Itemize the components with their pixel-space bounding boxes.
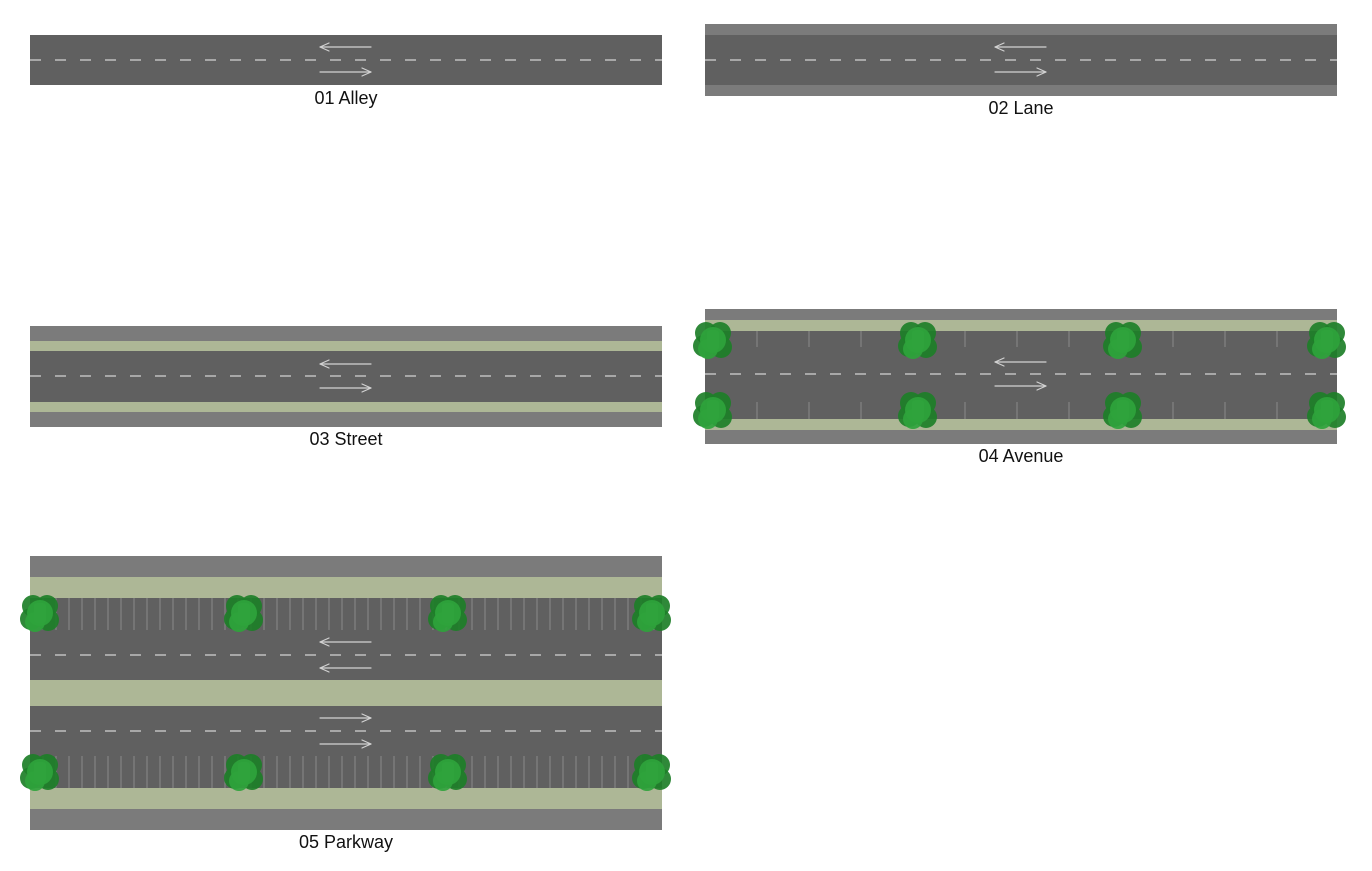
road-lane: 02 Lane (705, 24, 1337, 118)
arrow-head (361, 67, 372, 77)
tree-canopy-highlight (646, 603, 658, 623)
tree-icon (898, 392, 937, 429)
arrow-head (1036, 67, 1047, 77)
road-alley-drawing (30, 35, 662, 85)
tree-canopy-highlight (34, 603, 46, 623)
direction-arrow-right (994, 381, 1047, 391)
tree-icon (20, 595, 59, 632)
tree-canopy-highlight (707, 330, 719, 350)
tree-icon (693, 392, 732, 429)
tree-canopy-highlight (707, 400, 719, 420)
tree-icon (632, 754, 671, 791)
road-alley: 01 Alley (30, 35, 662, 108)
arrow-head (319, 42, 330, 52)
arrow-head (319, 663, 330, 673)
road-parkway-drawing (20, 556, 671, 830)
asphalt-roadway (30, 35, 662, 85)
tree-canopy-highlight (442, 603, 454, 623)
tree-icon (693, 322, 732, 359)
asphalt-roadway-south (30, 706, 662, 788)
direction-arrow-right (319, 67, 372, 77)
road-street-label: 03 Street (309, 429, 383, 449)
tree-icon (1307, 322, 1346, 359)
tree-canopy-highlight (34, 762, 46, 782)
tree-icon (1103, 322, 1142, 359)
arrow-head (361, 383, 372, 393)
arrow-head (319, 637, 330, 647)
asphalt-roadway (705, 331, 1337, 419)
tree-canopy-highlight (442, 762, 454, 782)
tree-canopy-highlight (238, 603, 250, 623)
direction-arrow-left (994, 357, 1047, 367)
tree-icon (1307, 392, 1346, 429)
tree-icon (428, 595, 467, 632)
tree-icon (632, 595, 671, 632)
tree-icon (224, 595, 263, 632)
tree-canopy-highlight (912, 400, 924, 420)
tree-canopy-highlight (646, 762, 658, 782)
asphalt-roadway (705, 35, 1337, 85)
arrow-head (994, 357, 1005, 367)
arrow-head (361, 713, 372, 723)
road-street-drawing (30, 326, 662, 427)
direction-arrow-left (319, 637, 372, 647)
road-avenue-drawing (693, 309, 1346, 444)
tree-icon (1103, 392, 1142, 429)
road-parkway: 05 Parkway (20, 556, 671, 852)
tree-icon (224, 754, 263, 791)
direction-arrow-left (319, 42, 372, 52)
grass-verge (705, 419, 1337, 430)
grass-verge (30, 788, 662, 809)
direction-arrow-right (319, 383, 372, 393)
road-lane-label: 02 Lane (988, 98, 1054, 118)
road-avenue-label: 04 Avenue (978, 446, 1064, 466)
road-alley-label: 01 Alley (314, 88, 378, 108)
arrow-head (319, 359, 330, 369)
direction-arrow-right (994, 67, 1047, 77)
asphalt-roadway-north (30, 598, 662, 680)
tree-canopy-highlight (238, 762, 250, 782)
tree-icon (898, 322, 937, 359)
asphalt-roadway (30, 351, 662, 402)
arrow-head (1036, 381, 1047, 391)
grass-verge (705, 320, 1337, 331)
direction-arrow-right (319, 713, 372, 723)
center-median (30, 680, 662, 706)
road-lane-drawing (705, 24, 1337, 96)
grass-verge (30, 402, 662, 412)
tree-canopy-highlight (1321, 330, 1333, 350)
tree-icon (20, 754, 59, 791)
arrow-head (361, 739, 372, 749)
road-street: 03 Street (30, 326, 662, 449)
tree-canopy-highlight (1117, 400, 1129, 420)
tree-canopy-highlight (1117, 330, 1129, 350)
grass-verge (30, 577, 662, 598)
arrow-head (994, 42, 1005, 52)
tree-icon (428, 754, 467, 791)
grass-verge (30, 341, 662, 351)
direction-arrow-left (994, 42, 1047, 52)
tree-canopy-highlight (1321, 400, 1333, 420)
direction-arrow-left (319, 663, 372, 673)
direction-arrow-right (319, 739, 372, 749)
tree-canopy-highlight (912, 330, 924, 350)
road-avenue: 04 Avenue (693, 309, 1346, 466)
direction-arrow-left (319, 359, 372, 369)
road-parkway-label: 05 Parkway (298, 832, 394, 852)
